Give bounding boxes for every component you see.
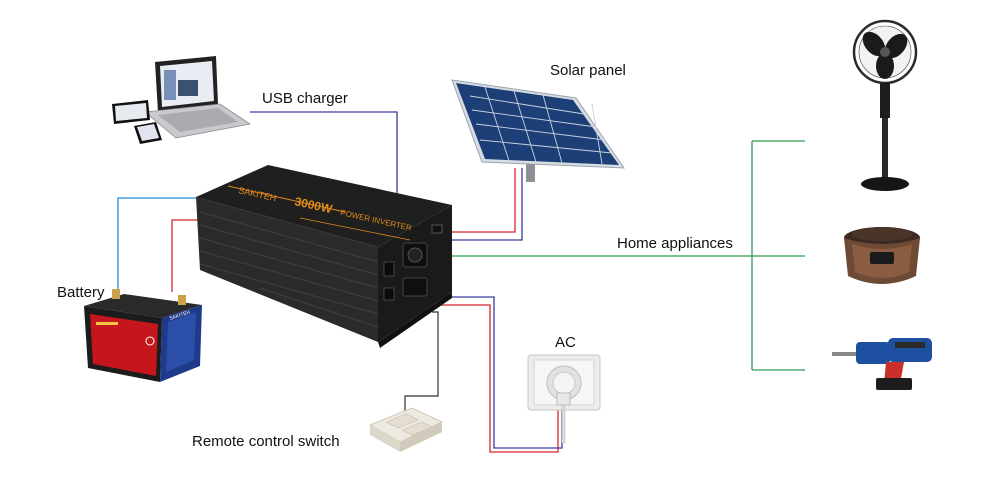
solar-negative-wire	[446, 168, 523, 241]
power-inverter-image	[196, 165, 452, 348]
usb-charger-wire	[250, 111, 398, 200]
solar-panel-label: Solar panel	[550, 62, 626, 79]
solar-panel-image	[451, 79, 625, 182]
remote-control-switch-label: Remote control switch	[192, 433, 340, 450]
battery-label: Battery	[57, 284, 105, 301]
battery-image	[84, 289, 202, 382]
battery-usb-wire	[117, 197, 212, 292]
usb-charger-label: USB charger	[262, 90, 348, 107]
solar-positive-wire	[446, 168, 516, 233]
remote-wire	[404, 311, 439, 412]
remote-control-switch-image	[368, 407, 444, 452]
fan-image	[852, 19, 918, 191]
home-appliances-label: Home appliances	[617, 235, 733, 252]
usb-devices-image	[112, 56, 252, 144]
rice-cooker-image	[844, 227, 920, 284]
power-drill-image	[832, 338, 932, 390]
ac-socket-image	[527, 354, 601, 444]
ac-positive-wire	[437, 304, 559, 453]
ac-label: AC	[555, 334, 576, 351]
